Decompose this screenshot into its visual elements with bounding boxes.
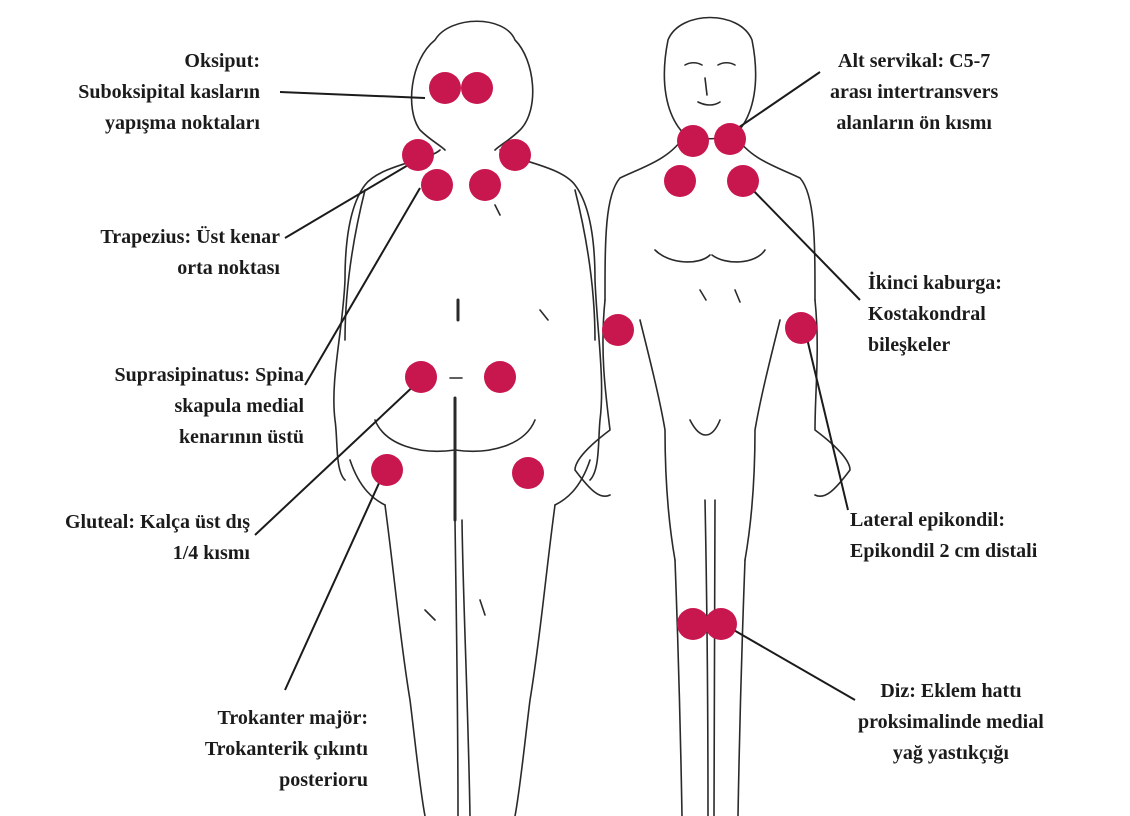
label-alt-servikal-line2: arası intertransvers — [830, 77, 998, 108]
label-ikinci-kaburga-line3: bileşkeler — [868, 330, 1002, 361]
label-oksiput-line3: yapışma noktaları — [78, 108, 260, 139]
tender-point-diz-left — [677, 608, 709, 640]
label-oksiput-line1: Oksiput: — [78, 46, 260, 77]
label-alt-servikal-line3: alanların ön kısmı — [830, 108, 998, 139]
leader-oksiput — [280, 92, 425, 98]
label-suprasipinatus-line1: Suprasipinatus: Spina — [114, 360, 304, 391]
label-oksiput-line2: Suboksipital kasların — [78, 77, 260, 108]
tender-point-oksiput-right — [461, 72, 493, 104]
label-trokanter: Trokanter majör: Trokanterik çıkıntı pos… — [205, 703, 368, 796]
front-legs-outline — [675, 500, 745, 816]
label-trapezius-line1: Trapezius: Üst kenar — [100, 222, 280, 253]
label-trokanter-line2: Trokanterik çıkıntı — [205, 734, 368, 765]
leader-lines — [255, 72, 860, 700]
tender-point-lateral-epikondil-right — [785, 312, 817, 344]
label-trapezius-line2: orta noktası — [100, 253, 280, 284]
leader-ikinci-kaburga — [748, 185, 860, 300]
tender-point-ikinci-kaburga-left — [664, 165, 696, 197]
back-view-figure — [334, 21, 602, 816]
label-ikinci-kaburga-line1: İkinci kaburga: — [868, 268, 1002, 299]
label-trokanter-line3: posterioru — [205, 765, 368, 796]
back-legs-outline — [385, 505, 555, 816]
leader-lateral-epikondil — [805, 330, 848, 510]
label-lateral-epikondil-line2: Epikondil 2 cm distali — [850, 536, 1037, 567]
label-trokanter-line1: Trokanter majör: — [205, 703, 368, 734]
tender-point-suprasipinatus-left — [421, 169, 453, 201]
label-suprasipinatus: Suprasipinatus: Spina skapula medial ken… — [114, 360, 304, 453]
tender-point-alt-servikal-right — [714, 123, 746, 155]
label-diz-line3: yağ yastıkçığı — [858, 738, 1044, 769]
label-alt-servikal-line1: Alt servikal: C5-7 — [830, 46, 998, 77]
leader-trapezius — [285, 158, 420, 238]
tender-point-oksiput-left — [429, 72, 461, 104]
back-arms-outline — [345, 190, 595, 340]
leader-trokanter — [285, 470, 385, 690]
leader-diz — [725, 625, 855, 700]
tender-point-alt-servikal-left — [677, 125, 709, 157]
label-gluteal-line1: Gluteal: Kalça üst dış — [65, 507, 250, 538]
label-ikinci-kaburga-line2: Kostakondral — [868, 299, 1002, 330]
label-suprasipinatus-line2: skapula medial — [114, 391, 304, 422]
tender-point-lateral-epikondil-left — [602, 314, 634, 346]
label-gluteal-line2: 1/4 kısmı — [65, 538, 250, 569]
tender-point-ikinci-kaburga-right — [727, 165, 759, 197]
front-torso-outline — [605, 135, 815, 302]
label-diz-line1: Diz: Eklem hattı — [858, 676, 1044, 707]
tender-points — [371, 72, 817, 640]
back-spine-line — [455, 300, 458, 520]
front-hips-outline — [640, 320, 780, 560]
label-gluteal: Gluteal: Kalça üst dış 1/4 kısmı — [65, 507, 250, 569]
label-suprasipinatus-line3: kenarının üstü — [114, 422, 304, 453]
tender-point-suprasipinatus-right — [469, 169, 501, 201]
leader-alt-servikal — [738, 72, 820, 128]
back-detail-marks — [425, 205, 548, 620]
tender-point-trokanter-right — [512, 457, 544, 489]
tender-point-diz-right — [705, 608, 737, 640]
label-alt-servikal: Alt servikal: C5-7 arası intertransvers … — [830, 46, 998, 139]
front-face-features — [685, 63, 735, 105]
label-diz-line2: proksimalinde medial — [858, 707, 1044, 738]
label-oksiput: Oksiput: Suboksipital kasların yapışma n… — [78, 46, 260, 139]
label-lateral-epikondil: Lateral epikondil: Epikondil 2 cm distal… — [850, 505, 1037, 567]
front-head-outline — [664, 18, 755, 139]
label-ikinci-kaburga: İkinci kaburga: Kostakondral bileşkeler — [868, 268, 1002, 361]
tender-point-trapezius-left — [402, 139, 434, 171]
front-view-figure — [575, 18, 850, 816]
tender-point-gluteal-right — [484, 361, 516, 393]
back-torso-outline — [334, 150, 602, 480]
tender-point-gluteal-left — [405, 361, 437, 393]
leader-suprasipinatus — [305, 188, 420, 385]
label-diz: Diz: Eklem hattı proksimalinde medial ya… — [858, 676, 1044, 769]
tender-point-trapezius-right — [499, 139, 531, 171]
label-lateral-epikondil-line1: Lateral epikondil: — [850, 505, 1037, 536]
label-trapezius: Trapezius: Üst kenar orta noktası — [100, 222, 280, 284]
tender-point-trokanter-left — [371, 454, 403, 486]
